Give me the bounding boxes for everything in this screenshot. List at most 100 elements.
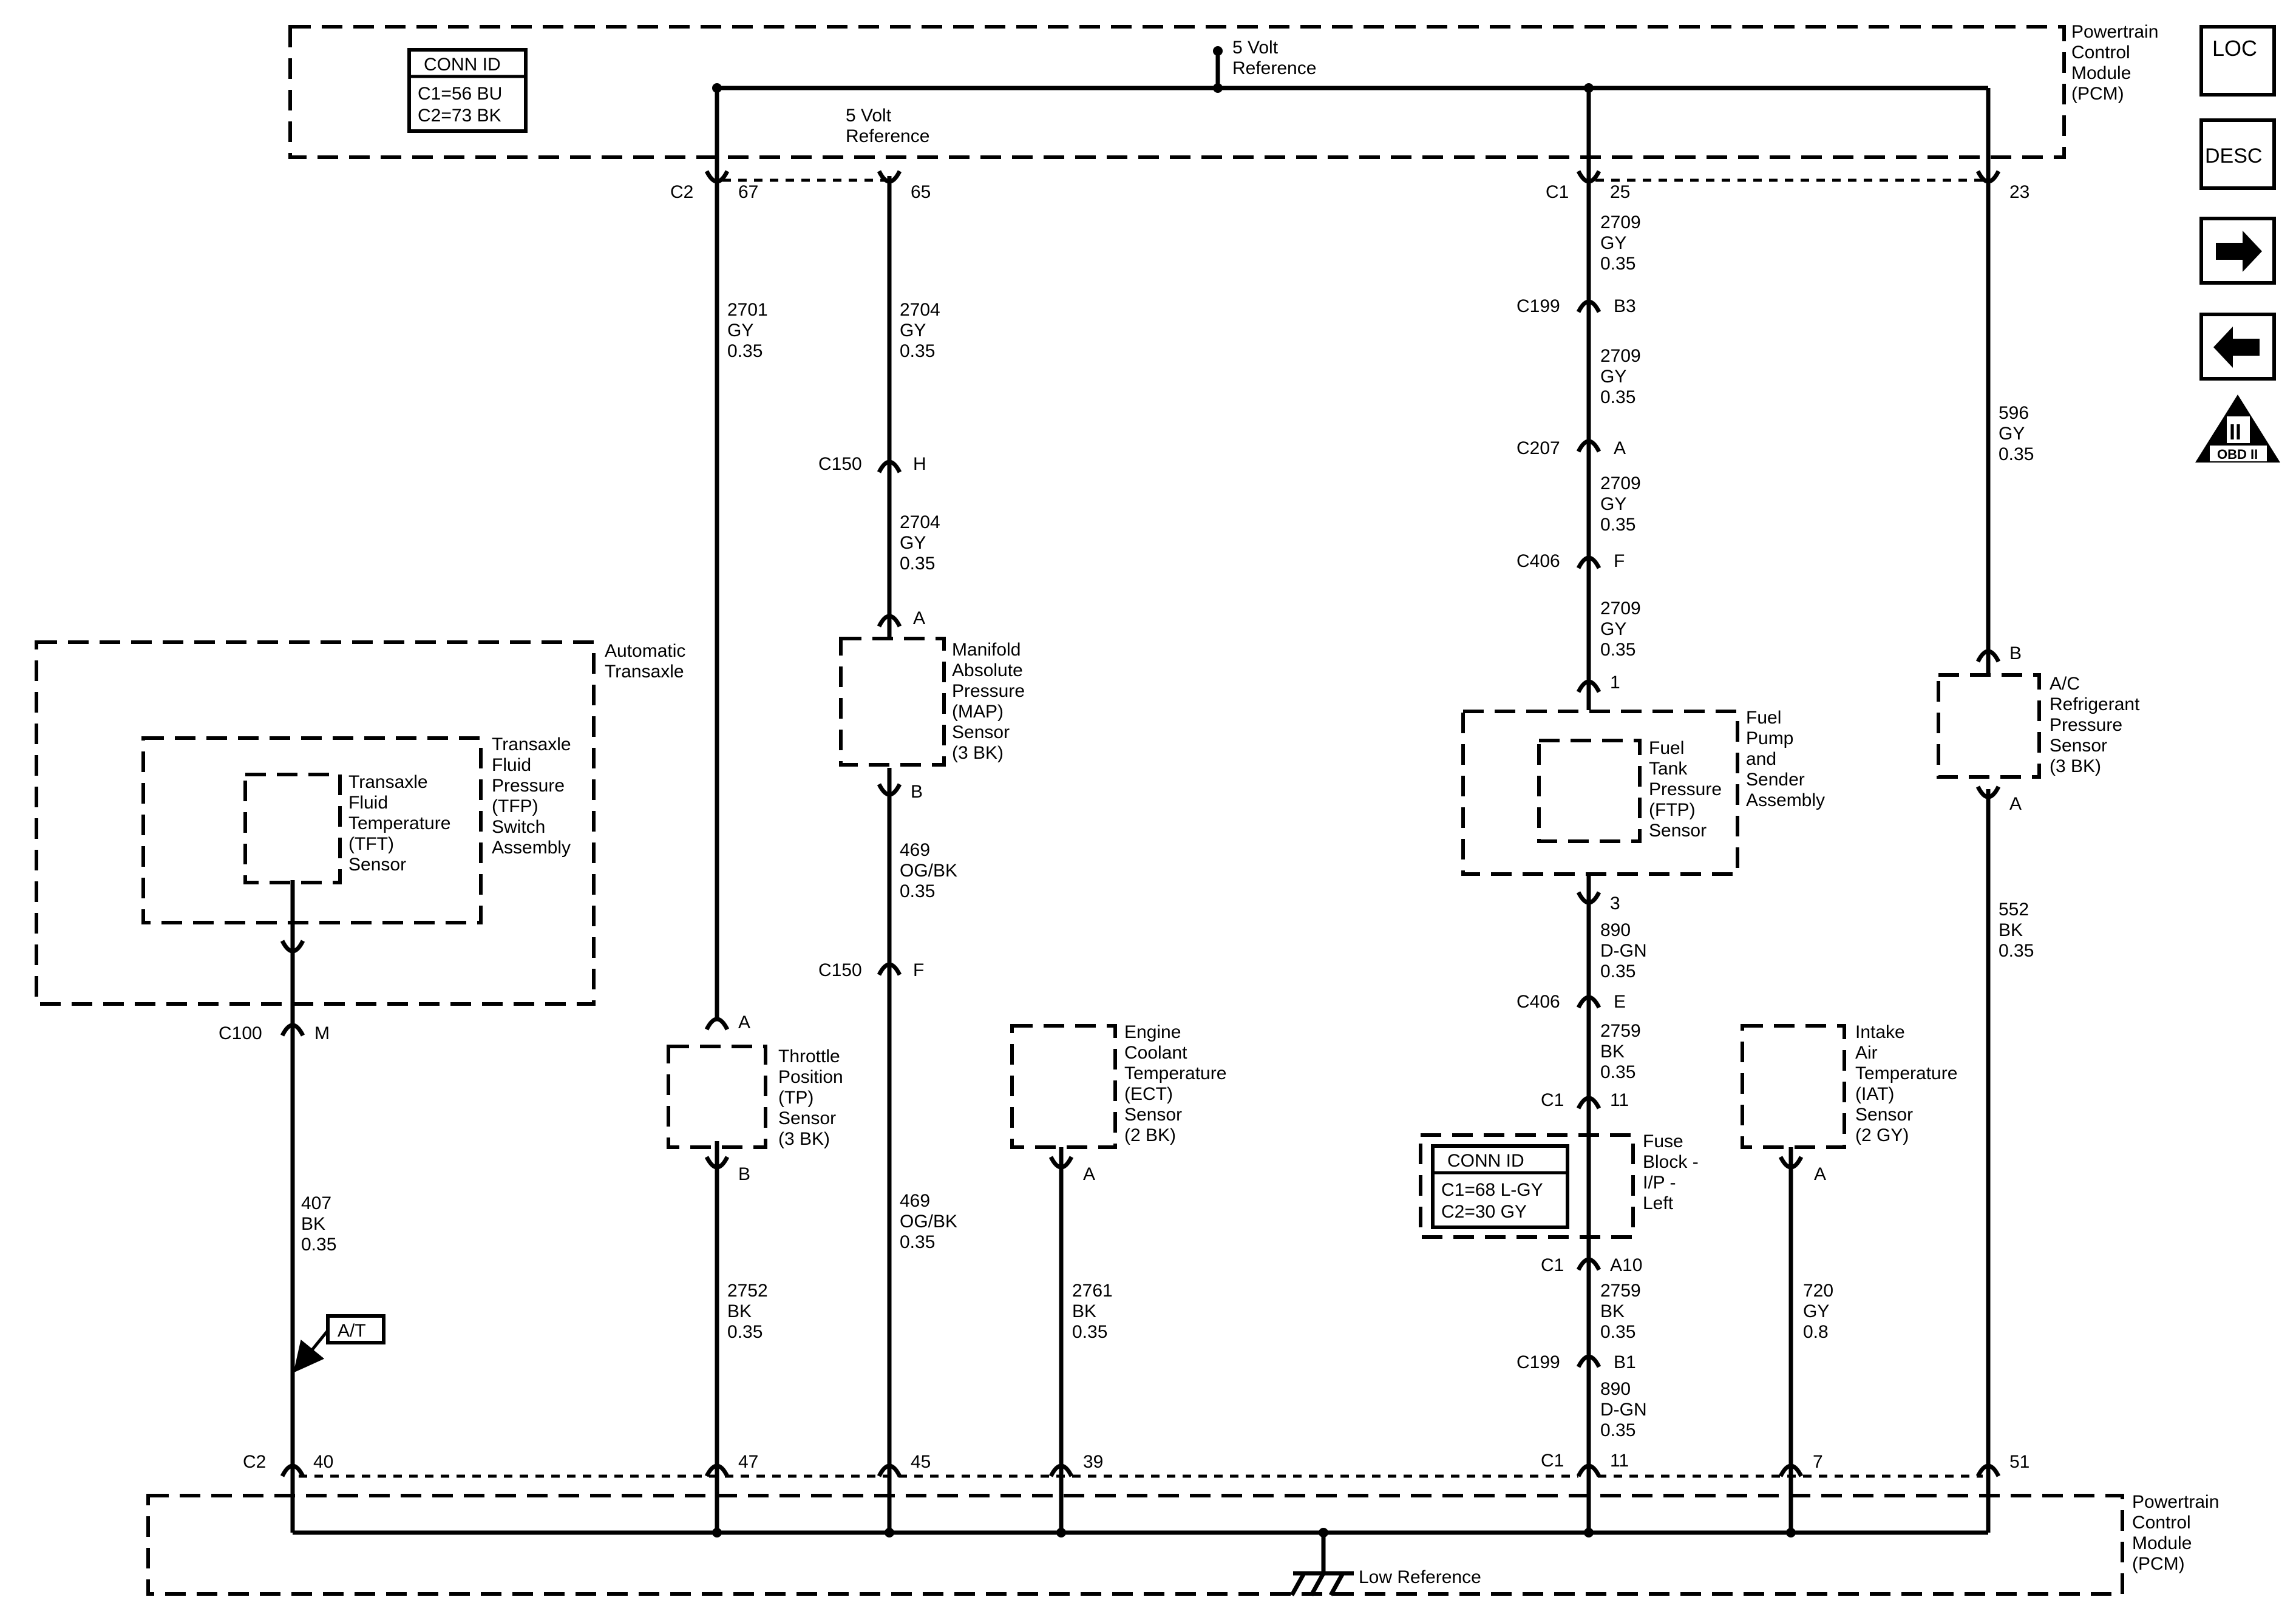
fuse-block-label: Fuse Block - I/P - Left [1643,1131,1699,1213]
svg-text:Transaxle: Transaxle [492,734,571,754]
svg-text:Fuel: Fuel [1649,738,1684,758]
svg-text:0.35: 0.35 [1999,444,2034,464]
tp-sensor-label: Throttle Position (TP) Sensor (3 BK) [778,1046,843,1149]
svg-text:Pressure: Pressure [2050,715,2122,735]
svg-text:I/P -: I/P - [1643,1173,1676,1193]
svg-text:A/C: A/C [2050,674,2080,694]
svg-text:(TP): (TP) [778,1088,813,1108]
svg-text:Powertrain: Powertrain [2132,1492,2219,1512]
prev-page-button[interactable] [2199,313,2276,381]
svg-text:Position: Position [778,1067,843,1087]
svg-text:0.35: 0.35 [1999,941,2034,961]
connector-symbols [280,170,2001,1477]
svg-text:C150: C150 [818,960,862,980]
svg-text:0.35: 0.35 [900,881,935,901]
svg-text:C207: C207 [1517,438,1560,458]
tft-sensor-box [243,773,342,884]
iat-sensor-box [1741,1024,1846,1149]
svg-text:GY: GY [1600,233,1626,253]
ect-sensor-box [1010,1024,1117,1149]
svg-text:(ECT): (ECT) [1124,1084,1173,1104]
svg-text:0.35: 0.35 [900,554,935,574]
fuel-pump-sender-box [1461,710,1739,876]
svg-text:Engine: Engine [1124,1022,1181,1042]
pcm-bottom-box [146,1494,2124,1596]
svg-text:45: 45 [911,1452,931,1472]
next-page-button[interactable] [2199,217,2276,285]
desc-button[interactable]: DESC [2199,118,2276,190]
svg-text:0.35: 0.35 [1600,640,1635,660]
svg-text:B: B [2009,643,2022,663]
svg-text:Transaxle: Transaxle [605,662,684,682]
svg-text:OG/BK: OG/BK [900,861,957,881]
svg-text:Manifold: Manifold [952,640,1021,660]
svg-text:2759: 2759 [1600,1021,1641,1041]
fuel-pump-sender-label: Fuel Pump and Sender Assembly [1746,708,1825,810]
svg-text:0.35: 0.35 [727,1322,763,1342]
svg-text:23: 23 [2009,182,2029,202]
svg-text:GY: GY [900,533,926,553]
svg-text:2704: 2704 [900,512,940,532]
svg-text:A: A [2009,794,2022,814]
loc-button[interactable]: LOC [2199,25,2276,97]
ac-sensor-label: A/C Refrigerant Pressure Sensor (3 BK) [2050,674,2140,776]
svg-text:47: 47 [738,1452,758,1472]
low-reference-label: Low Reference [1359,1567,1481,1587]
svg-text:407: 407 [301,1193,331,1213]
svg-text:Transaxle: Transaxle [348,772,428,792]
svg-text:Tank: Tank [1649,759,1688,779]
svg-text:and: and [1746,749,1776,769]
svg-text:DESC: DESC [2205,144,2262,168]
arrow-left-icon [2213,327,2260,368]
svg-text:0.35: 0.35 [1600,515,1635,535]
five-volt-reference-mid: 5 Volt Reference [846,106,929,146]
svg-text:C2: C2 [670,182,693,202]
svg-text:Control: Control [2132,1513,2191,1533]
pcm-top-box [288,25,2066,159]
svg-text:GY: GY [1600,367,1626,387]
automatic-transaxle-box [35,640,596,1006]
svg-text:C150: C150 [818,454,862,474]
svg-text:B: B [911,782,923,802]
tp-sensor-box [667,1045,767,1149]
svg-text:C100: C100 [219,1023,262,1043]
tft-sensor-label: Transaxle Fluid Temperature (TFT) Sensor [348,772,450,875]
svg-text:B1: B1 [1614,1352,1636,1372]
svg-text:BK: BK [1999,920,2023,940]
svg-text:BK: BK [727,1301,752,1321]
svg-text:Module: Module [2132,1533,2192,1553]
pcm-top-label: Powertrain Control Module (PCM) [2071,22,2158,104]
obd-ii-button[interactable]: II OBD II [2195,395,2280,463]
svg-text:Temperature: Temperature [348,813,450,833]
ground-icon [1289,1533,1354,1596]
svg-text:0.35: 0.35 [1600,387,1635,407]
svg-text:3: 3 [1610,893,1620,914]
svg-text:(3 BK): (3 BK) [2050,756,2101,776]
svg-text:C199: C199 [1517,1352,1560,1372]
svg-text:Sensor: Sensor [348,855,406,875]
svg-text:Sensor: Sensor [2050,736,2107,756]
fuse-block-conn-id: CONN ID C1=68 L-GY C2=30 GY [1431,1144,1569,1229]
svg-text:Coolant: Coolant [1124,1043,1187,1063]
arrow-right-icon [2216,231,2262,272]
svg-text:Pressure: Pressure [952,681,1025,701]
svg-text:C2: C2 [243,1452,266,1472]
svg-text:OG/BK: OG/BK [900,1212,957,1232]
automatic-transaxle-label: Automatic Transaxle [605,641,685,682]
ftp-sensor-box [1537,739,1642,843]
svg-text:B3: B3 [1614,296,1636,316]
svg-text:5 Volt: 5 Volt [1232,38,1279,58]
svg-text:Left: Left [1643,1193,1674,1213]
svg-text:Pressure: Pressure [492,776,565,796]
svg-text:(2 GY): (2 GY) [1855,1125,1909,1145]
svg-text:0.35: 0.35 [1600,1322,1635,1342]
svg-text:C2=30 GY: C2=30 GY [1441,1202,1527,1222]
